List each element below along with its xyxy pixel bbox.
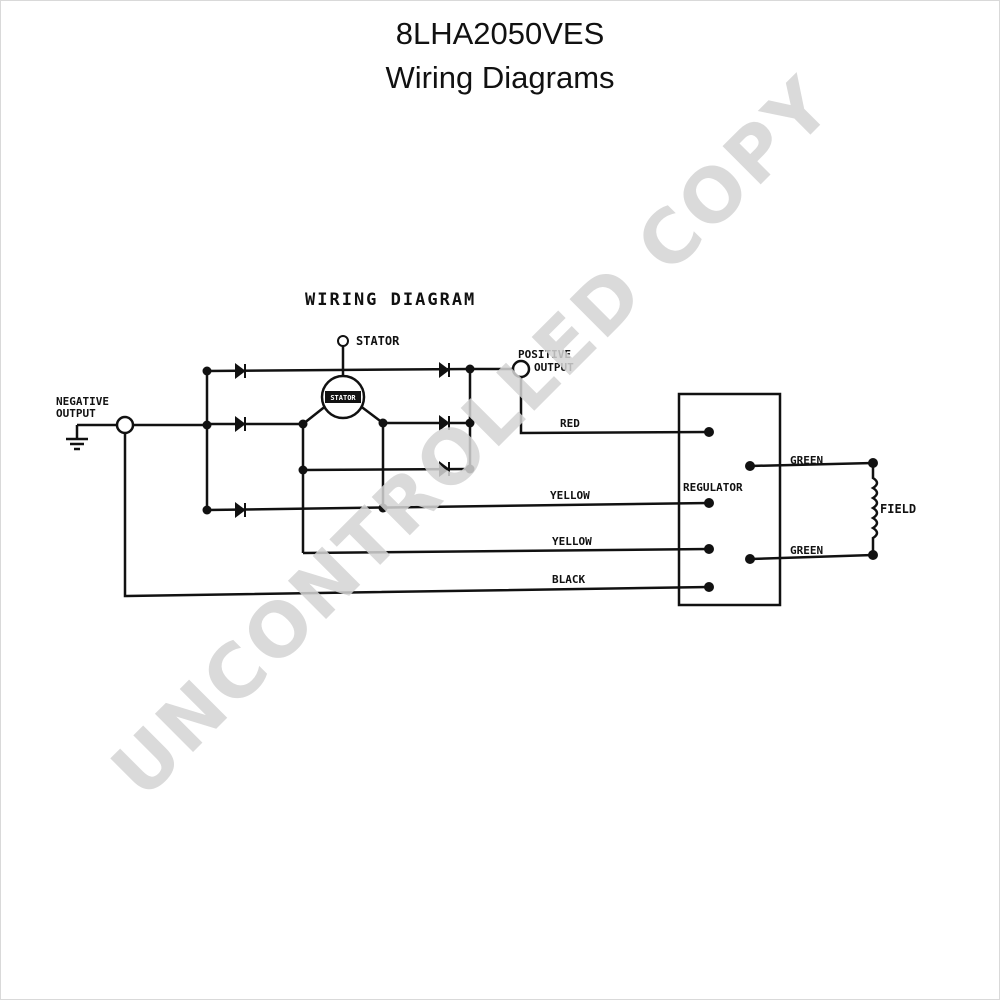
diode-top-left — [235, 363, 246, 379]
diode-cross-right — [439, 461, 450, 477]
diode-bottom-left — [235, 502, 246, 518]
header: 8LHA2050VES Wiring Diagrams — [0, 12, 1000, 100]
yellow-wire-label-2: YELLOW — [552, 535, 592, 548]
stator-core-label: STATOR — [330, 394, 356, 402]
green-wire-1 — [749, 461, 874, 468]
diodes — [235, 362, 450, 518]
red-wire — [519, 378, 710, 435]
negative-terminal — [115, 415, 135, 435]
diode-top-right — [439, 362, 450, 378]
stator-lead-right — [358, 404, 384, 424]
red-wire-label: RED — [560, 417, 580, 430]
regulator-label: REGULATOR — [683, 481, 743, 494]
model-number: 8LHA2050VES — [395, 16, 605, 51]
watermark-text: UNCONTROLLED COPY — [96, 61, 850, 815]
positive-label-1: POSITIVE — [518, 348, 571, 361]
page-subtitle: Wiring Diagrams — [385, 60, 615, 95]
diode-middle-left — [235, 416, 246, 432]
positive-terminal — [511, 359, 531, 379]
diode-middle-right — [439, 415, 450, 431]
stator-lead-left — [302, 404, 328, 425]
wires — [66, 346, 879, 607]
stator-label: STATOR — [356, 334, 400, 348]
green-wire-label-2: GREEN — [790, 544, 823, 557]
positive-label-2: OUTPUT — [534, 361, 574, 374]
diagram-title: WIRING DIAGRAM — [305, 290, 476, 310]
negative-label-2: OUTPUT — [56, 407, 96, 420]
top-row-wire — [206, 367, 471, 373]
yellow-wire-label-1: YELLOW — [550, 489, 590, 502]
black-wire — [123, 433, 710, 598]
regulator-box — [677, 392, 782, 607]
field-coil — [870, 463, 879, 555]
black-wire-label: BLACK — [552, 573, 585, 586]
stator-core — [325, 391, 361, 403]
green-wire-2 — [749, 553, 874, 561]
green-wire-label-1: GREEN — [790, 454, 823, 467]
stator-terminal — [337, 335, 349, 347]
yellow-wire-2 — [302, 547, 710, 555]
junctions — [202, 364, 878, 592]
field-label: FIELD — [880, 502, 916, 516]
negative-label-1: NEGATIVE — [56, 395, 109, 408]
yellow-wire-1 — [206, 501, 710, 512]
